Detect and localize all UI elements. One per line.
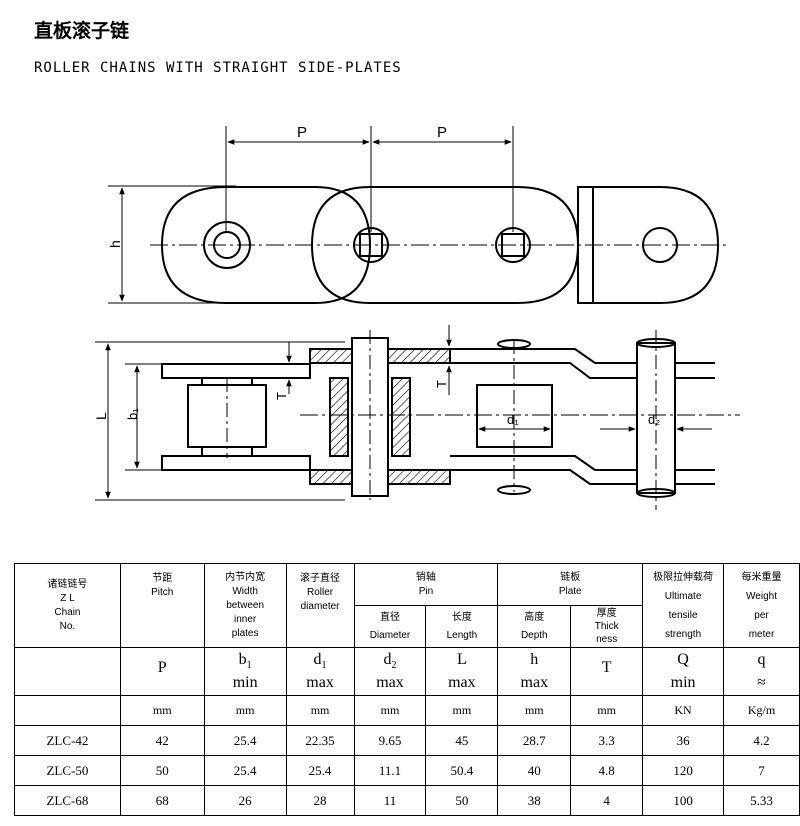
unit-cell: mm [203, 695, 287, 726]
table-cell: 120 [642, 755, 725, 786]
table-cell: 4.8 [570, 755, 644, 786]
units-row: mm mm mm mm mm mm mm KN Kg/m [14, 695, 800, 726]
unit-cell: Kg/m [723, 695, 800, 726]
chain-number-cell: ZLC-68 [14, 785, 121, 816]
pin-diameter-label: d₂ [648, 412, 660, 427]
table-cell: 100 [642, 785, 725, 816]
table-cell: 28.7 [497, 725, 572, 756]
roller-diameter-label: d₁ [507, 412, 519, 427]
unit-cell: mm [570, 695, 644, 726]
table-cell: 4.2 [723, 725, 800, 756]
table-cell: 4 [570, 785, 644, 816]
table-cell: 28 [285, 785, 355, 816]
unit-cell: mm [497, 695, 572, 726]
table-cell: 9.65 [353, 725, 427, 756]
chain-technical-drawing: P P h [93, 124, 740, 510]
inner-width-label: b₁ [125, 408, 140, 420]
table-cell: 3.3 [570, 725, 644, 756]
table-cell: 50.4 [425, 755, 499, 786]
table-cell: 40 [497, 755, 572, 786]
top-view [108, 126, 730, 304]
unit-cell: mm [285, 695, 355, 726]
table-cell: 36 [642, 725, 725, 756]
unit-cell: mm [353, 695, 427, 726]
symbol-cell: q≈ [723, 647, 800, 696]
table-cell: 26 [203, 785, 287, 816]
unit-cell: mm [425, 695, 499, 726]
side-view [95, 325, 740, 510]
symbol-cell: P [119, 647, 205, 696]
table-cell: 25.4 [203, 725, 287, 756]
thickness-label-2: T [434, 380, 449, 388]
table-cell: 11.1 [353, 755, 427, 786]
pitch-label-1: P [297, 124, 307, 141]
table-cell: 11 [353, 785, 427, 816]
table-cell: 22.35 [285, 725, 355, 756]
page-subtitle: ROLLER CHAINS WITH STRAIGHT SIDE-PLATES [34, 60, 402, 76]
thickness-label-1: T [274, 392, 289, 400]
table-cell: 68 [119, 785, 205, 816]
table-cell: 7 [723, 755, 800, 786]
table-row: ZLC-68 68 26 28 11 50 38 4 100 5.33 [14, 785, 800, 816]
table-cell: 50 [119, 755, 205, 786]
table-row: ZLC-50 50 25.4 25.4 11.1 50.4 40 4.8 120… [14, 755, 800, 786]
length-label: L [93, 412, 109, 420]
table-cell: 25.4 [285, 755, 355, 786]
page-title: 直板滚子链 [34, 20, 130, 42]
chain-number-cell: ZLC-42 [14, 725, 121, 756]
unit-cell: KN [642, 695, 725, 726]
chain-number-cell: ZLC-50 [14, 755, 121, 786]
pitch-label-2: P [437, 124, 447, 141]
table-cell: 5.33 [723, 785, 800, 816]
symbol-cell: T [570, 647, 644, 696]
unit-cell: mm [119, 695, 205, 726]
table-cell: 50 [425, 785, 499, 816]
table-cell: 45 [425, 725, 499, 756]
height-label: h [107, 240, 123, 248]
table-cell: 25.4 [203, 755, 287, 786]
table-row: ZLC-42 42 25.4 22.35 9.65 45 28.7 3.3 36… [14, 725, 800, 756]
table-cell: 38 [497, 785, 572, 816]
table-cell: 42 [119, 725, 205, 756]
